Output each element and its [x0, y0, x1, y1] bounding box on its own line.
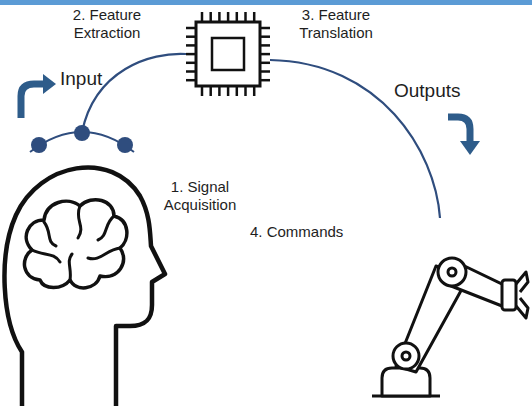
signal-wire [82, 54, 186, 132]
robot-base [382, 368, 430, 396]
head-outline [5, 167, 165, 406]
step-label: 2. Feature Extraction [56, 6, 158, 42]
chip-core [212, 38, 244, 70]
electrode [74, 125, 90, 141]
output-label: Outputs [394, 80, 494, 103]
robot-joint-pin [448, 268, 456, 276]
robot-wrist [502, 280, 516, 310]
step-label: 4. Commands [250, 223, 380, 241]
robot-joint [438, 258, 466, 286]
output-arrowhead [460, 141, 480, 155]
robot-arm [372, 258, 528, 396]
brain-outline [24, 200, 126, 288]
robot-gripper [516, 272, 528, 292]
electrode [117, 137, 133, 153]
robot-gripper [516, 298, 528, 318]
chip-body [196, 22, 260, 86]
robot-joint [393, 343, 419, 369]
input-arrow [21, 84, 44, 118]
chip-icon [186, 12, 270, 96]
input-arrowhead [43, 74, 56, 94]
output-arrow [448, 117, 470, 142]
robot-joint-pin [402, 352, 410, 360]
electrode [31, 137, 47, 153]
top-bar [0, 0, 532, 5]
input-label: Input [60, 68, 130, 91]
step-label: 1. Signal Acquisition [148, 178, 252, 214]
step-label: 3. Feature Translation [282, 6, 390, 42]
brain-folds [32, 206, 120, 280]
